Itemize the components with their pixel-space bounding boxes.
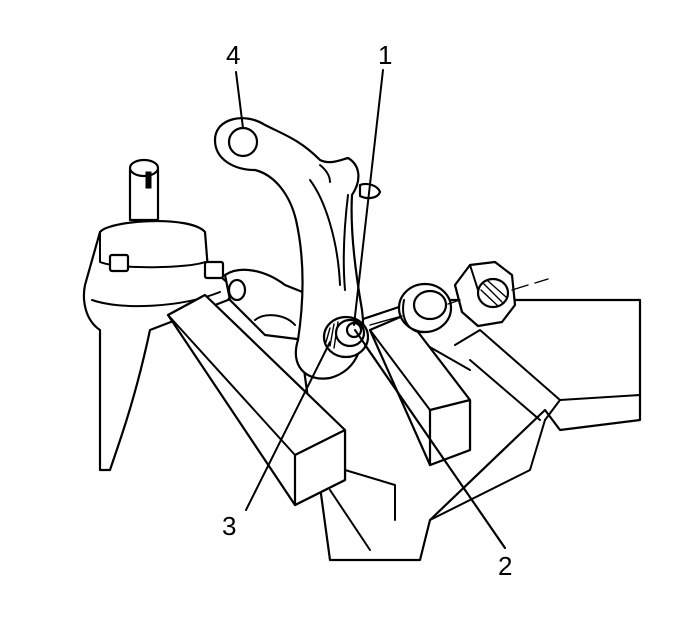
washer bbox=[397, 282, 453, 334]
callout-3: 3 bbox=[222, 511, 236, 541]
support-block-rear bbox=[368, 313, 472, 467]
callout-leaders bbox=[235, 69, 506, 549]
callout-4: 4 bbox=[226, 40, 240, 70]
callout-1: 1 bbox=[378, 40, 392, 70]
callout-2: 2 bbox=[498, 551, 512, 581]
shift-lever-arm bbox=[213, 117, 382, 380]
support-block-front bbox=[166, 293, 396, 551]
mounting-boss bbox=[223, 268, 312, 342]
hex-nut bbox=[453, 260, 517, 328]
assembly-axis bbox=[369, 278, 549, 326]
